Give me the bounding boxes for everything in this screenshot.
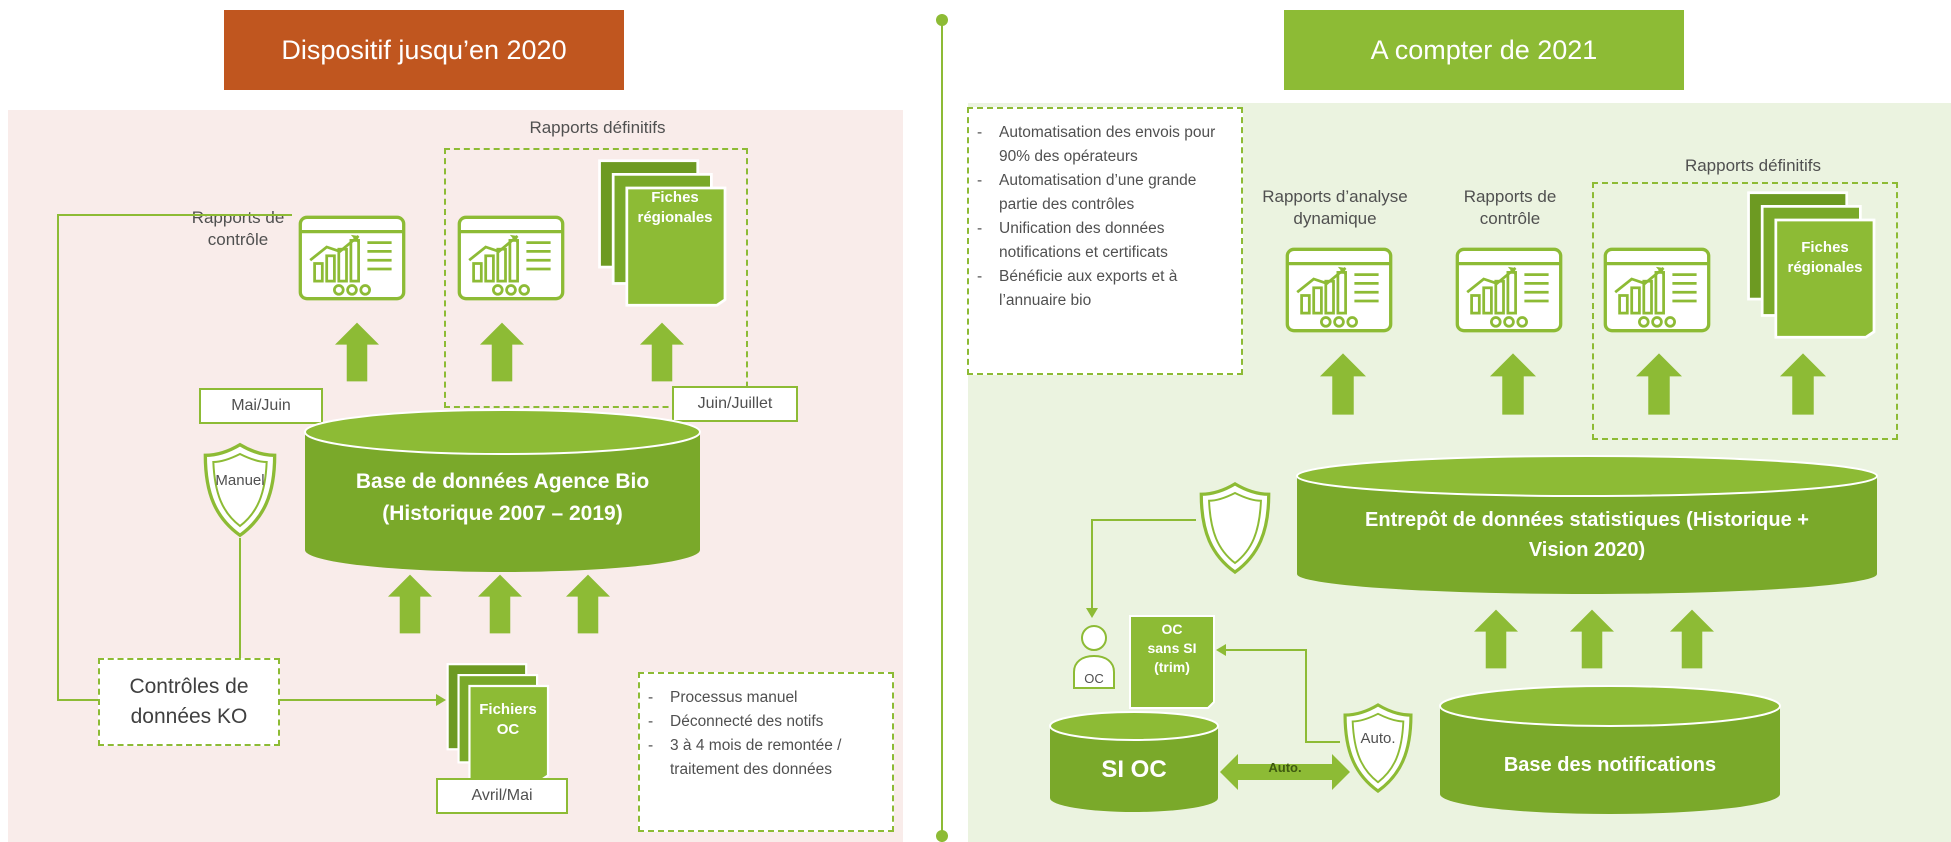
right-final-reports-label: Rapports définitifs xyxy=(1684,156,1822,175)
left-tag-avril-mai: Avril/Mai xyxy=(436,778,568,814)
left-control-reports-label: Rapports de contrôle xyxy=(191,208,285,249)
right-benefit-1: Automatisation des envois pour 90% des o… xyxy=(977,121,1235,169)
left-note-3: 3 à 4 mois de remontée / traitement des … xyxy=(648,734,886,782)
left-database-cylinder xyxy=(304,409,701,572)
left-final-reports-box xyxy=(444,148,748,408)
right-benefit-3: Unification des données notifications et… xyxy=(977,217,1235,265)
right-benefit-4: Bénéficie aux exports et à l’annuaire bi… xyxy=(977,265,1235,313)
timeline-dot-top xyxy=(936,14,948,26)
si-oc-label: SI OC xyxy=(1101,756,1167,783)
left-data-checks-label: Contrôles de données KO xyxy=(129,675,249,728)
banner-from-2021: A compter de 2021 xyxy=(1284,10,1684,90)
notifications-database-cylinder xyxy=(1439,685,1781,814)
right-warehouse-cylinder xyxy=(1296,455,1878,594)
left-tag-juin-juillet: Juin/Juillet xyxy=(672,386,798,422)
left-note-2: Déconnecté des notifs xyxy=(648,710,886,734)
left-manual-label: Manuel xyxy=(215,472,265,489)
oc-person-icon xyxy=(1073,625,1115,689)
oc-without-si-label: OC sans SI (trim) xyxy=(1147,621,1197,675)
right-warehouse-label: Entrepôt de données statistiques (Histor… xyxy=(1365,509,1809,561)
right-dynamic-reports-label: Rapports d’analyse dynamique xyxy=(1262,187,1408,228)
right-benefit-2: Automatisation d’une grande partie des c… xyxy=(977,169,1235,217)
left-data-checks-box: Contrôles de données KO xyxy=(98,658,280,746)
oc-person-label: OC xyxy=(1084,671,1104,686)
left-oc-files-label: Fichiers OC xyxy=(479,701,537,738)
left-database-label: Base de données Agence Bio (Historique 2… xyxy=(355,469,650,525)
right-control-reports-label: Rapports de contrôle xyxy=(1463,187,1557,228)
banner-before-2020: Dispositif jusqu’en 2020 xyxy=(224,10,624,90)
timeline-dot-bottom xyxy=(936,830,948,842)
left-note-1: Processus manuel xyxy=(648,686,886,710)
left-final-reports-label: Rapports définitifs xyxy=(529,118,666,137)
auto-sync-label: Auto. xyxy=(1268,760,1302,775)
right-final-reports-box xyxy=(1592,182,1898,440)
oc-without-si-doc-icon xyxy=(1129,615,1215,709)
timeline-divider xyxy=(941,20,943,842)
left-tag-mai-juin: Mai/Juin xyxy=(199,388,323,424)
auto-sync-double-arrow xyxy=(1220,754,1350,790)
notifications-database-label: Base des notifications xyxy=(1503,753,1717,776)
left-notes-box: Processus manuel Déconnecté des notifs 3… xyxy=(638,672,894,832)
right-benefits-box: Automatisation des envois pour 90% des o… xyxy=(967,107,1243,375)
left-regional-sheets-label: Fiches régionales xyxy=(637,189,713,226)
right-auto-shield-label: Auto. xyxy=(1360,730,1396,747)
si-oc-cylinder xyxy=(1049,711,1219,812)
right-regional-sheets-label: Fiches régionales xyxy=(1787,239,1863,276)
